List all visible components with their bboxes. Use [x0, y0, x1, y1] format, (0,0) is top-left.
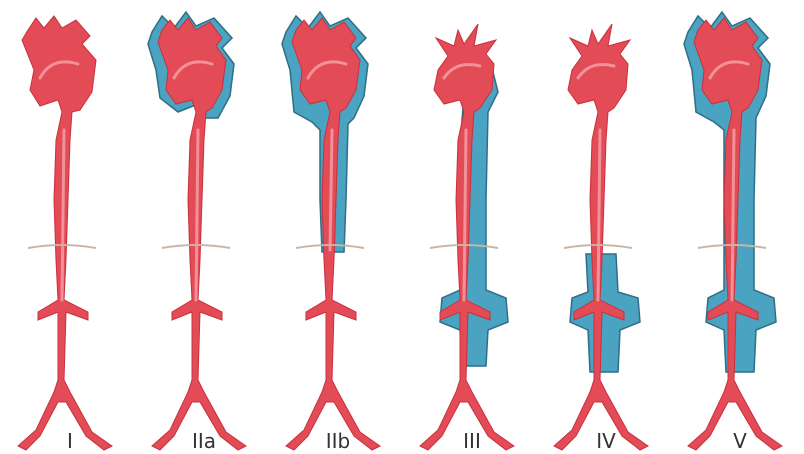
- panel-type-V: V: [684, 12, 782, 453]
- type-label-III: III: [463, 429, 481, 453]
- panel-type-III: III: [420, 24, 514, 453]
- type-label-IV: IV: [596, 429, 616, 453]
- type-label-IIb: IIb: [326, 429, 351, 453]
- panel-type-IIa: IIa: [148, 12, 246, 453]
- aorta: [420, 24, 514, 450]
- type-label-V: V: [733, 429, 747, 453]
- panel-type-I: I: [18, 16, 112, 453]
- type-label-I: I: [67, 429, 73, 453]
- aorta: [554, 24, 648, 450]
- panel-type-IIb: IIb: [282, 12, 380, 453]
- aorta: [18, 16, 112, 450]
- type-label-IIa: IIa: [192, 429, 216, 453]
- panel-type-IV: IV: [554, 24, 648, 453]
